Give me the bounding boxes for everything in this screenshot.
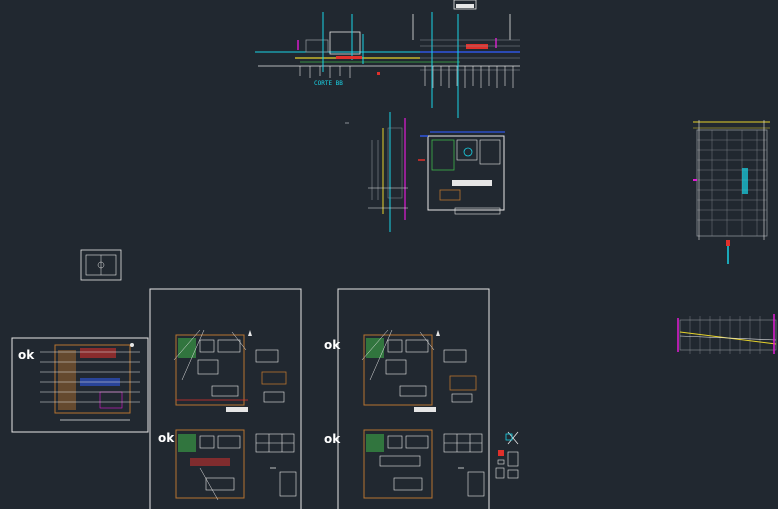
ok-mark-3: ok [158,431,175,445]
ok-mark-4: ok [324,432,341,446]
section-title-label: CORTE BB [314,80,343,87]
loose-details[interactable] [495,431,519,479]
sheet-3-plan-bottom [363,429,485,499]
sheet-1-plan [40,343,140,421]
sheet-3-plan-top [361,329,477,412]
right-elevation[interactable] [693,120,770,264]
sheet-frame-3[interactable] [337,288,490,509]
ok-mark-2: ok [324,338,341,352]
sheet-frame-1[interactable] [11,337,149,433]
ok-mark-1: ok [18,348,35,362]
right-section-strip[interactable] [677,314,777,354]
court-block[interactable] [80,249,122,281]
sheet-2-plan-bottom [175,429,297,501]
sheet-2-plan-top [173,329,287,412]
sheet-frame-2[interactable] [149,288,302,509]
top-section-drawing[interactable] [255,0,520,118]
middle-site-plan[interactable] [345,112,505,232]
